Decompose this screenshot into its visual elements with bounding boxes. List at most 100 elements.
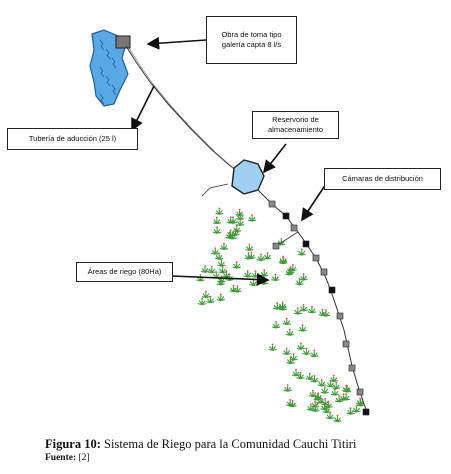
plant-leaves bbox=[286, 358, 295, 365]
plant-flower bbox=[232, 216, 234, 219]
plant-flower bbox=[254, 270, 257, 273]
plant bbox=[251, 270, 260, 278]
plant-leaves bbox=[231, 230, 240, 236]
river-ripple bbox=[105, 48, 111, 60]
plant-flower bbox=[282, 256, 285, 259]
plant-leaves bbox=[207, 267, 216, 274]
plant bbox=[307, 305, 317, 314]
plant bbox=[321, 309, 331, 317]
plant-leaves bbox=[243, 271, 252, 278]
distribution-chamber bbox=[272, 242, 280, 250]
plant-flower bbox=[313, 375, 316, 377]
plant-flower bbox=[299, 371, 302, 374]
plant-flower bbox=[204, 265, 206, 268]
plant bbox=[296, 371, 305, 380]
plant-leaves bbox=[308, 391, 318, 398]
plant-flower bbox=[285, 317, 288, 320]
plant bbox=[356, 397, 365, 406]
plant-flower bbox=[263, 277, 265, 280]
plant bbox=[310, 349, 319, 358]
plant-flower bbox=[308, 372, 311, 375]
label-intake-works: Obra de toma tipo galería capta 8 l/s bbox=[206, 16, 297, 64]
plant-flower bbox=[209, 295, 212, 298]
plant bbox=[218, 265, 227, 274]
source-reference: [2] bbox=[78, 453, 90, 463]
plant-leaves bbox=[310, 376, 319, 383]
plant-flower bbox=[239, 212, 242, 215]
plant-leaves bbox=[200, 267, 210, 273]
plant-flower bbox=[250, 251, 253, 254]
callout-arrow bbox=[131, 85, 155, 132]
plant-flower bbox=[299, 342, 302, 345]
plant bbox=[200, 265, 210, 273]
plant-flower bbox=[355, 405, 358, 407]
plant-flower bbox=[325, 405, 328, 408]
plant-flower bbox=[251, 214, 254, 216]
plant-leaves bbox=[256, 255, 266, 262]
plant-flower bbox=[210, 265, 213, 268]
plant bbox=[271, 321, 281, 329]
plant-flower bbox=[229, 216, 232, 219]
plant-leaves bbox=[321, 311, 331, 317]
plant-leaves bbox=[302, 349, 311, 356]
plant bbox=[278, 301, 287, 309]
plant-leaves bbox=[297, 250, 306, 256]
plant bbox=[306, 403, 315, 411]
label-distribution-chambers: Cámaras de distribución bbox=[324, 168, 441, 190]
conduction-pipeline-edge bbox=[128, 47, 241, 175]
plant-flower bbox=[323, 402, 326, 405]
plant-flower bbox=[228, 273, 231, 276]
plant-flower bbox=[313, 349, 316, 352]
plant-leaves bbox=[311, 402, 320, 408]
plant-flower bbox=[220, 275, 223, 278]
plant-leaves bbox=[310, 351, 319, 358]
callout-arrow bbox=[146, 36, 207, 50]
plant-leaves bbox=[330, 390, 340, 396]
plant bbox=[308, 389, 318, 398]
distribution-chamber bbox=[290, 224, 298, 232]
plant bbox=[293, 307, 302, 315]
plant-flower bbox=[320, 379, 323, 381]
plant bbox=[318, 308, 327, 317]
plant-leaves bbox=[316, 398, 325, 404]
distribution-chamber bbox=[362, 408, 370, 416]
plant-flower bbox=[296, 307, 299, 310]
plant bbox=[212, 271, 221, 279]
plant-flower bbox=[329, 411, 331, 414]
plant-leaves bbox=[249, 280, 258, 287]
plant bbox=[302, 347, 311, 356]
plant bbox=[346, 407, 355, 415]
plant-leaves bbox=[299, 275, 308, 281]
plant-flower bbox=[275, 321, 278, 323]
plant bbox=[296, 342, 306, 350]
plant-flower bbox=[325, 309, 327, 312]
plant bbox=[285, 328, 295, 336]
branch-pipe bbox=[275, 231, 299, 247]
plant bbox=[321, 398, 330, 406]
plant-leaves bbox=[217, 277, 226, 283]
plant bbox=[217, 275, 226, 283]
label-conduction-pipe: Tubería de aducción (25 l) bbox=[7, 128, 138, 150]
plant-flower bbox=[247, 252, 250, 255]
plant bbox=[333, 414, 342, 423]
plant bbox=[243, 270, 252, 278]
plant-flower bbox=[271, 343, 274, 346]
plant-leaves bbox=[236, 220, 245, 227]
plant-flower bbox=[321, 308, 324, 311]
plant-leaves bbox=[211, 249, 220, 255]
plant bbox=[212, 226, 222, 234]
river-ripple bbox=[105, 75, 111, 87]
plant-flower bbox=[238, 208, 241, 211]
plant-flower bbox=[236, 285, 239, 287]
plant-leaves bbox=[206, 297, 215, 304]
plant bbox=[212, 216, 221, 225]
plant bbox=[244, 252, 253, 260]
plant-leaves bbox=[232, 226, 241, 233]
plant bbox=[326, 379, 335, 388]
plant bbox=[299, 273, 308, 281]
plant bbox=[236, 212, 245, 221]
plant-leaves bbox=[198, 299, 207, 306]
pipelines bbox=[125, 45, 369, 415]
plant-flower bbox=[234, 228, 237, 231]
plant bbox=[233, 285, 242, 293]
